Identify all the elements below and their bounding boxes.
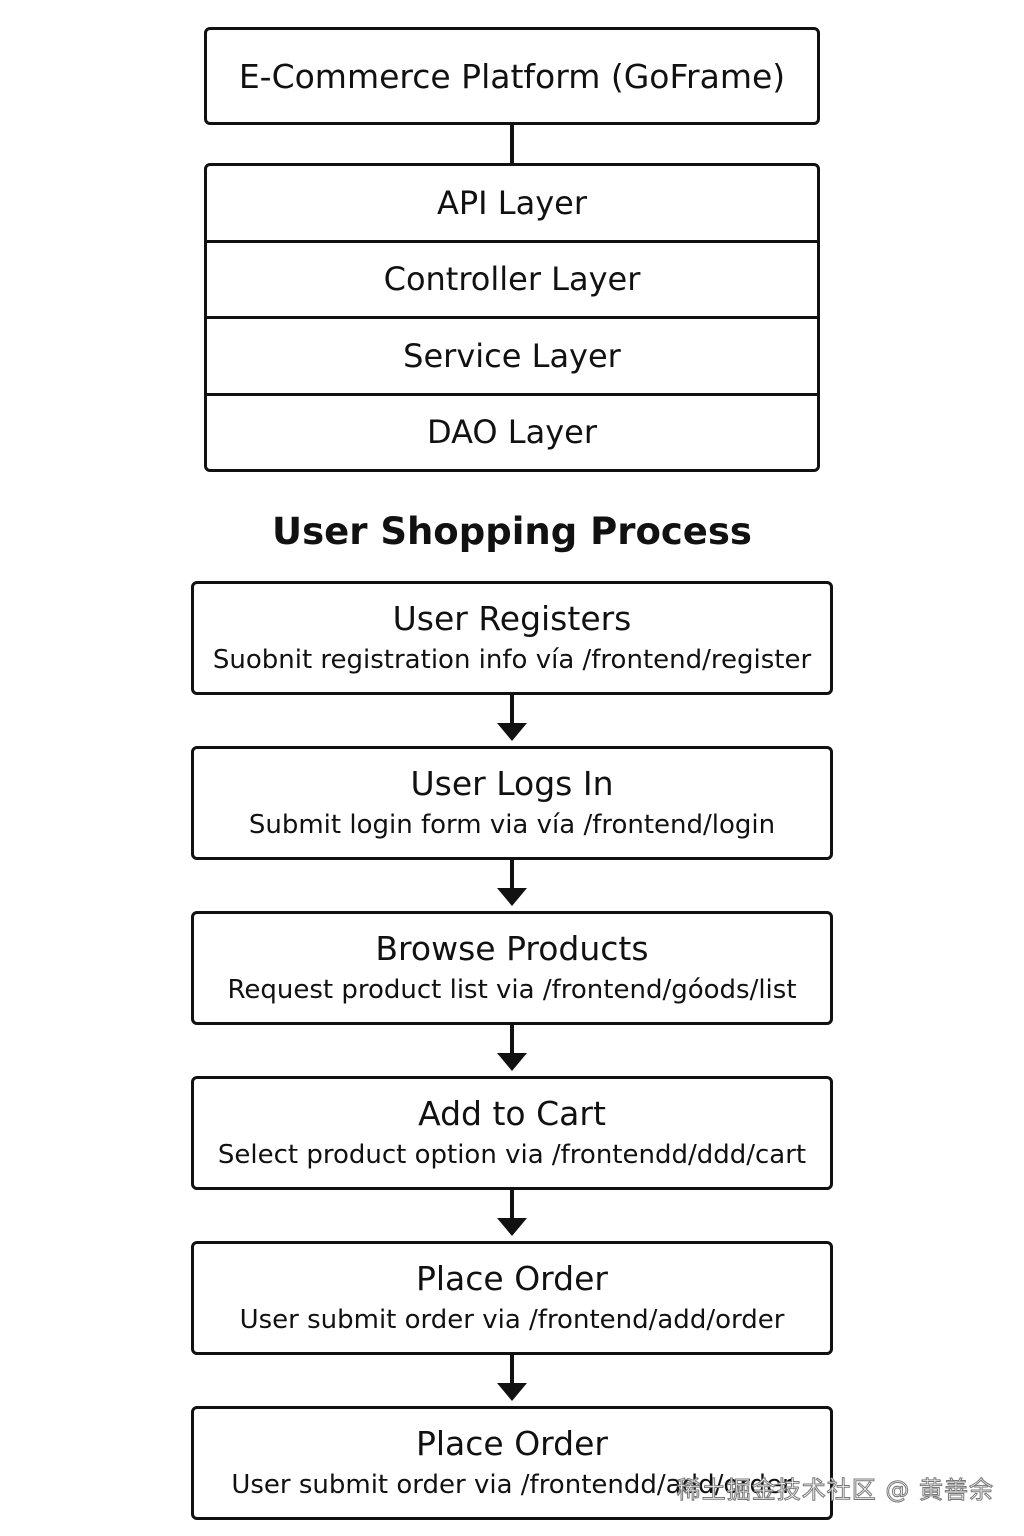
step-browse-products: Browse Products Request product list via… (191, 911, 833, 1025)
layer-stack: API Layer Controller Layer Service Layer… (204, 163, 820, 472)
down-arrow-icon (497, 860, 527, 906)
step-title: User Logs In (410, 764, 614, 803)
layer-api: API Layer (207, 166, 817, 243)
step-title: Place Order (415, 1259, 608, 1298)
step-title: Place Order (415, 1424, 608, 1463)
step-description: Select product option via /frontendd/ddd… (217, 1140, 807, 1170)
step-login: User Logs In Submit login form via vía … (191, 746, 833, 860)
step-place-order-final: Place Order User submit order via /front… (191, 1406, 833, 1520)
platform-title-box: E-Commerce Platform (GoFrame) (204, 27, 820, 125)
watermark: 稀土掘金技术社区 @ 黄善余 (676, 1476, 994, 1505)
step-title: Add to Cart (418, 1094, 606, 1133)
process-heading: User Shopping Process (272, 510, 752, 553)
step-title: Browse Products (375, 929, 649, 968)
layer-controller: Controller Layer (207, 243, 817, 319)
layer-service: Service Layer (207, 319, 817, 396)
down-arrow-icon (497, 1190, 527, 1236)
platform-title: E-Commerce Platform (GoFrame) (238, 56, 786, 96)
step-register: User Registers Suobnit registration info… (191, 581, 833, 695)
layer-dao: DAO Layer (427, 413, 597, 452)
step-place-order: Place Order User submit order via /front… (191, 1241, 833, 1355)
down-arrow-icon (497, 1025, 527, 1071)
step-add-to-cart: Add to Cart Select product option via /f… (191, 1076, 833, 1190)
step-title: User Registers (392, 599, 632, 638)
step-description: Submit login form via vía /frontend/log… (248, 810, 776, 840)
step-description: Suobnit registration info vía /frontend… (212, 645, 812, 675)
down-arrow-icon (497, 1355, 527, 1401)
step-description: User submit order via /frontend/add/orde… (239, 1305, 785, 1335)
down-arrow-icon (497, 695, 527, 741)
platform-connector-line (510, 124, 514, 164)
step-description: User submit order via /frontendd/add/ord… (231, 1470, 793, 1500)
step-description: Request product list via /frontend/góod… (227, 975, 797, 1005)
